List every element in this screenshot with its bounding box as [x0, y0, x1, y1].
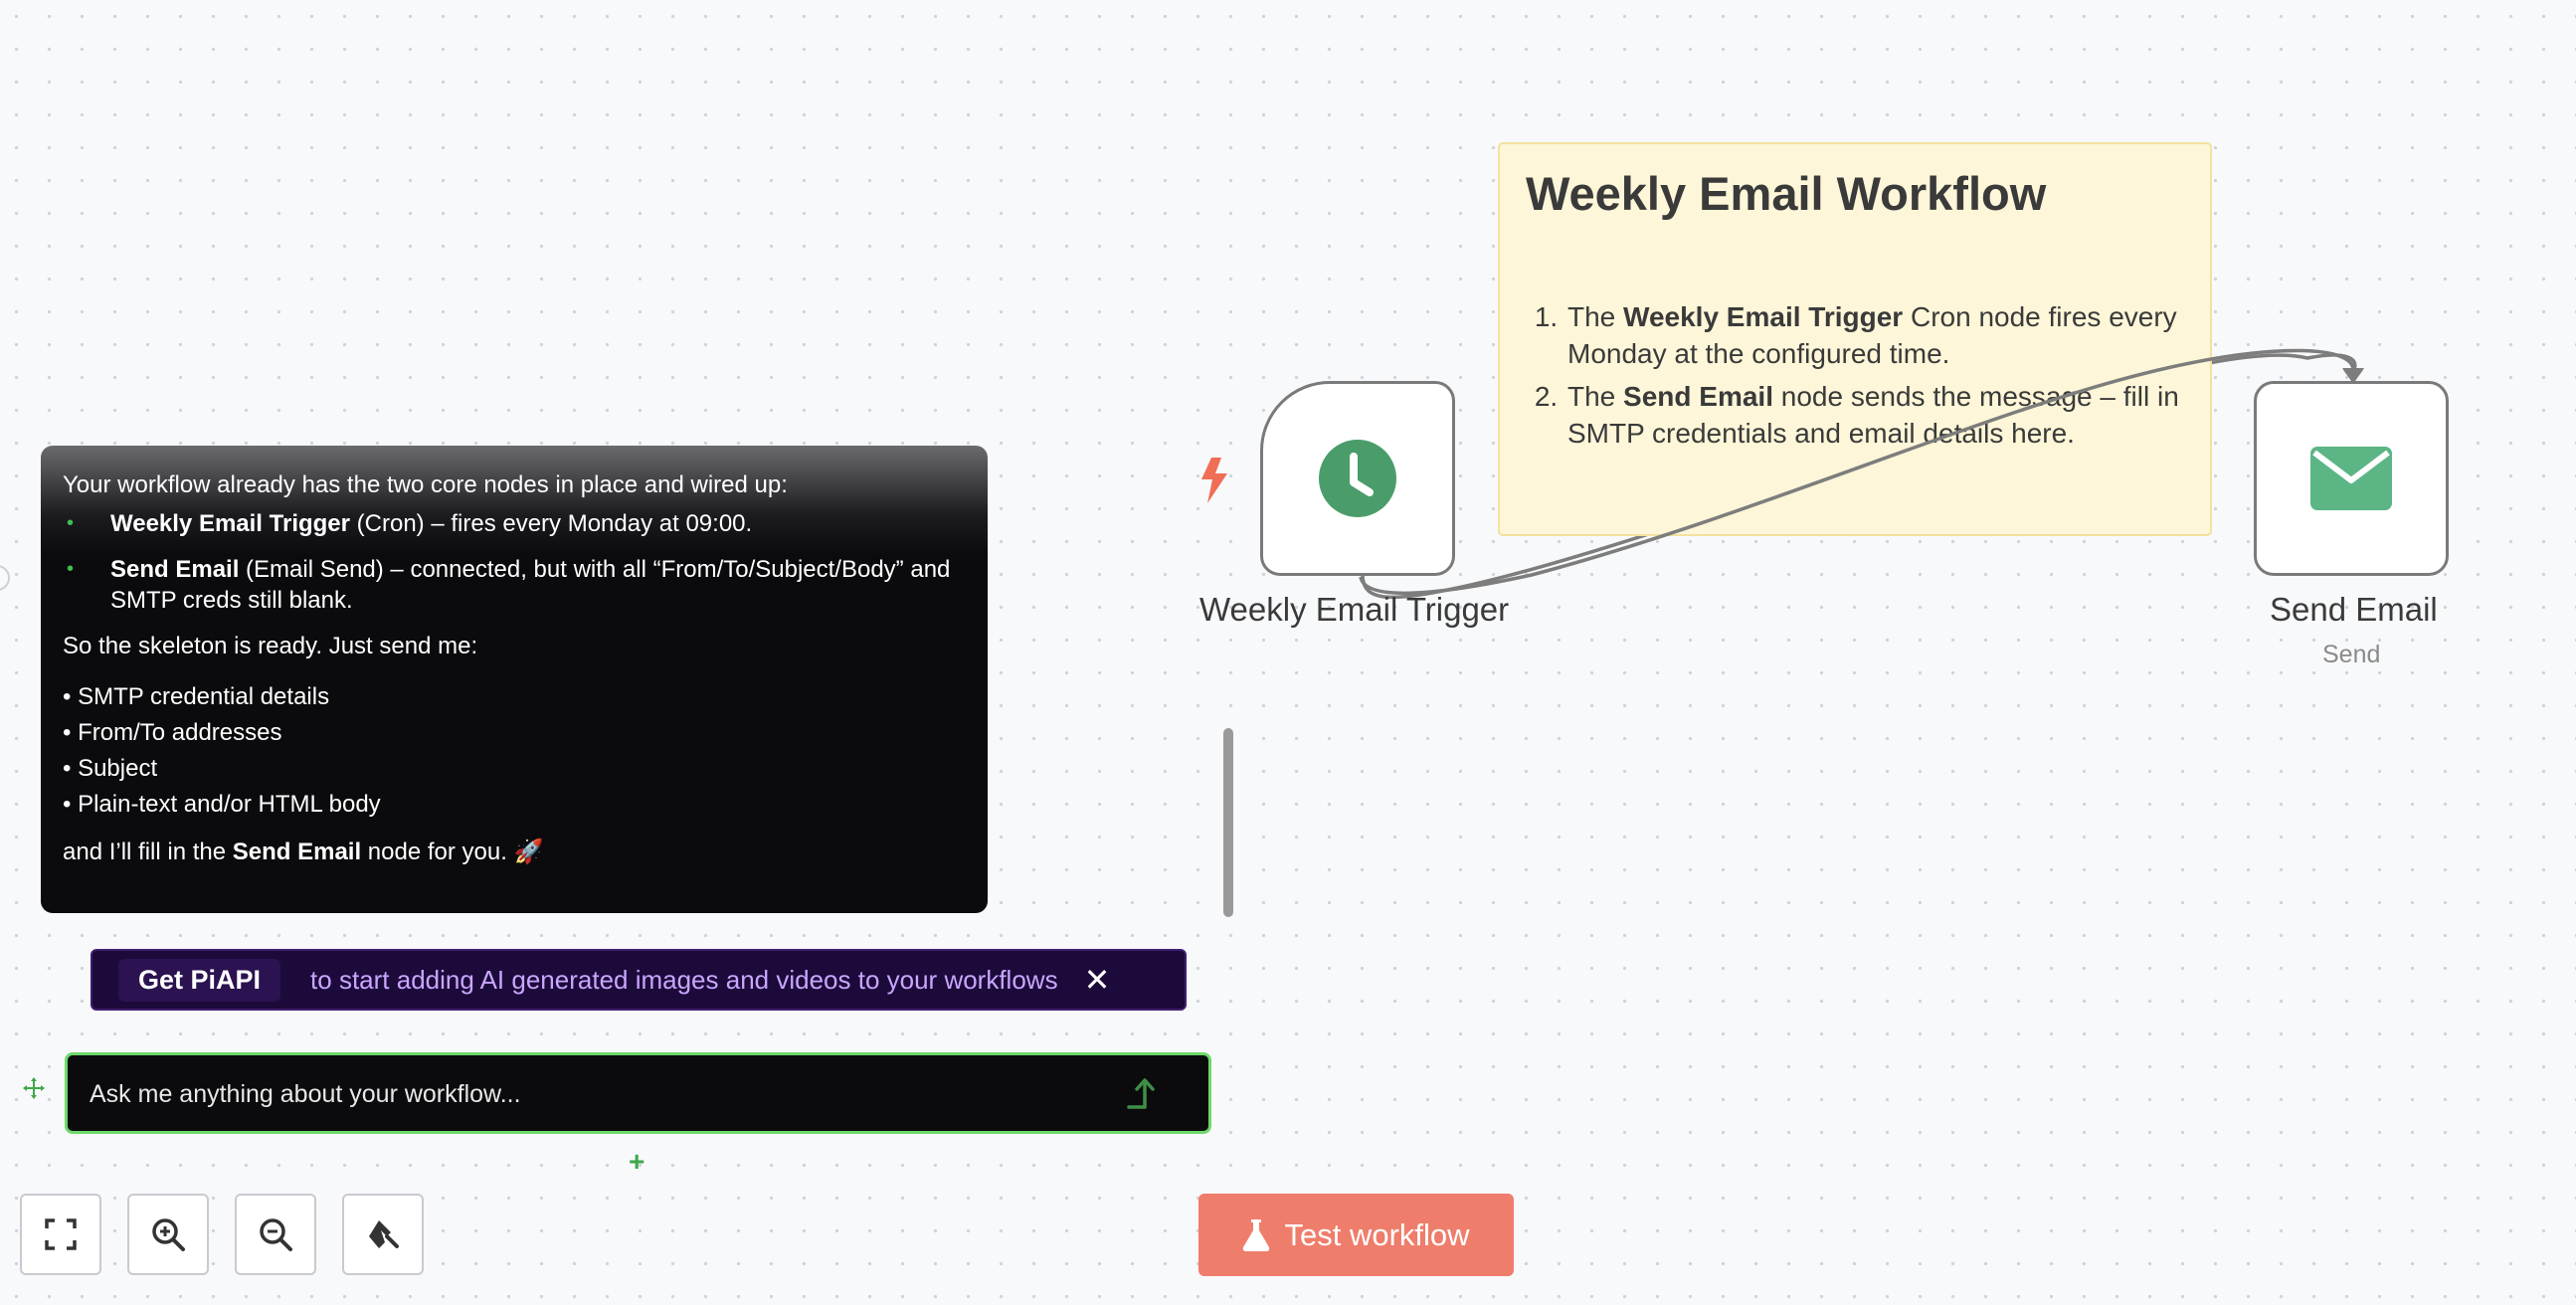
move-icon[interactable]	[22, 1076, 46, 1105]
zoom-out-icon	[260, 1218, 292, 1251]
message-outro: and I’ll fill in the Send Email node for…	[63, 839, 544, 865]
needs-list: SMTP credential details From/To addresse…	[63, 679, 966, 823]
clock-icon	[1319, 440, 1396, 517]
list-item: SMTP credential details	[63, 679, 966, 715]
flask-icon	[1243, 1218, 1270, 1251]
promo-text: to start adding AI generated images and …	[310, 964, 1058, 995]
envelope-icon	[2310, 447, 2392, 510]
fit-view-button[interactable]	[20, 1194, 101, 1275]
weekly-email-trigger-node[interactable]	[1260, 381, 1455, 576]
send-node-label: Send Email	[2270, 591, 2438, 628]
fullscreen-icon	[45, 1218, 77, 1250]
zoom-in-button[interactable]	[127, 1194, 209, 1275]
message-middle: So the skeleton is ready. Just send me:	[63, 633, 478, 659]
sticky-note-steps: The Weekly Email Trigger Cron node fires…	[1526, 298, 2184, 452]
broom-icon	[369, 1220, 399, 1248]
list-item: Weekly Email Trigger (Cron) – fires ever…	[67, 508, 966, 539]
close-icon[interactable]: ✕	[1083, 962, 1111, 998]
send-arrow-icon[interactable]	[1125, 1075, 1159, 1111]
list-item: Plain-text and/or HTML body	[63, 787, 966, 823]
sticky-step-1: The Weekly Email Trigger Cron node fires…	[1565, 298, 2184, 372]
assistant-message: Your workflow already has the two core n…	[41, 446, 988, 913]
trigger-bolt-icon	[1197, 458, 1231, 508]
message-intro: Your workflow already has the two core n…	[63, 471, 788, 498]
zoom-in-icon	[152, 1218, 185, 1251]
list-item: Send Email (Email Send) – connected, but…	[67, 554, 966, 616]
panel-resize-handle[interactable]	[1223, 728, 1233, 917]
sticky-note[interactable]: Weekly Email Workflow The Weekly Email T…	[1498, 142, 2212, 536]
sticky-note-title: Weekly Email Workflow	[1526, 167, 2047, 220]
core-nodes-list: Weekly Email Trigger (Cron) – fires ever…	[63, 508, 966, 616]
test-workflow-label: Test workflow	[1284, 1216, 1470, 1252]
sticky-step-2: The Send Email node sends the message – …	[1565, 378, 2184, 452]
list-item: From/To addresses	[63, 715, 966, 751]
send-node-sublabel: Send	[2322, 641, 2381, 668]
add-node-plus-icon[interactable]: +	[629, 1146, 645, 1177]
send-email-node[interactable]	[2254, 381, 2449, 576]
chat-input-container	[65, 1052, 1211, 1134]
trigger-node-label: Weekly Email Trigger	[1199, 591, 1510, 628]
tidy-up-button[interactable]	[342, 1194, 424, 1275]
test-workflow-button[interactable]: Test workflow	[1198, 1194, 1514, 1276]
zoom-out-button[interactable]	[235, 1194, 316, 1275]
promo-banner: Get PiAPI to start adding AI generated i…	[91, 949, 1187, 1011]
get-piapi-button[interactable]: Get PiAPI	[118, 958, 281, 1002]
list-item: Subject	[63, 751, 966, 787]
chat-input[interactable]	[88, 1055, 1086, 1133]
